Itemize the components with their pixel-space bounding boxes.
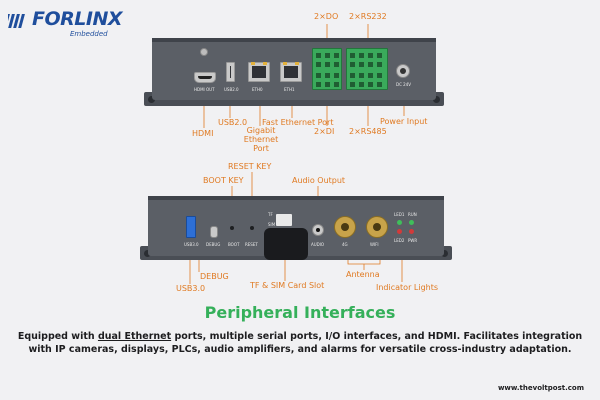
callout-card-slot: TF & SIM Card Slot bbox=[250, 281, 325, 290]
eth1-port bbox=[280, 62, 302, 82]
callout-usb2: USB2.0 bbox=[218, 118, 248, 127]
callout-indicator: Indicator Lights bbox=[376, 283, 439, 292]
pwr-label: PWR bbox=[408, 238, 418, 243]
audio-port-label: AUDIO bbox=[311, 242, 325, 247]
description-highlight: dual Ethernet bbox=[97, 331, 172, 342]
debug-port-label: DEBUG bbox=[206, 242, 221, 247]
forlinx-logo: FORLINX Embedded bbox=[8, 8, 123, 38]
usb3-port-label: USB3.0 bbox=[184, 242, 199, 247]
callout-power: Power Input bbox=[380, 117, 428, 126]
pwr-indicator bbox=[409, 229, 414, 234]
callout-antenna: Antenna bbox=[346, 270, 380, 279]
callout-hdmi: HDMI bbox=[192, 129, 214, 138]
callout-di: 2×DI bbox=[314, 127, 335, 136]
bottom-device-body: USB3.0 DEBUG BOOT RESET TF SIM AUDIO 4G … bbox=[148, 196, 444, 260]
do-di-terminal-block bbox=[312, 48, 342, 90]
footer-url: www.thevoltpost.com bbox=[497, 384, 584, 392]
usb2-port-label: USB2.0 bbox=[224, 87, 239, 92]
boot-key[interactable] bbox=[230, 226, 234, 230]
hdmi-port-label: HDMI OUT bbox=[194, 87, 215, 92]
antenna-wifi-connector bbox=[366, 216, 388, 238]
led1-label: LED1 bbox=[394, 212, 405, 217]
led1-indicator bbox=[397, 220, 402, 225]
ground-screw-icon bbox=[200, 48, 208, 56]
usb2-port bbox=[226, 62, 235, 82]
reset-key-label: RESET bbox=[245, 242, 258, 247]
callout-fast: Fast Ethernet Port bbox=[262, 118, 334, 127]
description: Equipped with dual Ethernet ports, multi… bbox=[17, 331, 583, 356]
hdmi-port bbox=[194, 72, 216, 83]
eth0-port-label: ETH0 bbox=[252, 87, 263, 92]
callout-audio-output: Audio Output bbox=[292, 176, 346, 185]
eth0-port bbox=[248, 62, 270, 82]
brand-name: FORLINX bbox=[32, 8, 123, 30]
tf-label: TF bbox=[268, 212, 273, 217]
antenna-4g-label: 4G bbox=[342, 242, 348, 247]
debug-usbc-port bbox=[210, 226, 218, 238]
usb3-port bbox=[186, 216, 196, 238]
eth1-port-label: ETH1 bbox=[284, 87, 295, 92]
callout-debug: DEBUG bbox=[200, 272, 229, 281]
reset-key[interactable] bbox=[250, 226, 254, 230]
antenna-wifi-label: WIFI bbox=[370, 242, 379, 247]
dc-power-jack bbox=[396, 64, 410, 78]
mount-hole bbox=[148, 96, 155, 103]
sim-label: SIM bbox=[268, 222, 276, 227]
run-indicator bbox=[409, 220, 414, 225]
callout-boot-key: BOOT KEY bbox=[203, 176, 244, 185]
run-label: RUN bbox=[408, 212, 417, 217]
dc-port-label: DC 24V bbox=[396, 82, 411, 87]
rs232-rs485-terminal-block bbox=[346, 48, 388, 90]
card-slot-cover bbox=[276, 214, 292, 226]
boot-key-label: BOOT bbox=[228, 242, 240, 247]
callout-rs485: 2×RS485 bbox=[349, 127, 387, 136]
callout-rs232: 2×RS232 bbox=[349, 12, 387, 21]
audio-jack bbox=[312, 224, 324, 236]
forlinx-logo-icon bbox=[8, 14, 25, 28]
led2-label: LED2 bbox=[394, 238, 405, 243]
tf-sim-card-slot bbox=[264, 228, 308, 260]
antenna-4g-connector bbox=[334, 216, 356, 238]
callout-reset-key: RESET KEY bbox=[228, 162, 272, 171]
mount-hole bbox=[441, 250, 448, 257]
section-title: Peripheral Interfaces bbox=[204, 303, 396, 322]
callout-usb3: USB3.0 bbox=[176, 284, 206, 293]
led2-indicator bbox=[397, 229, 402, 234]
callout-gigabit: Gigabit Ethernet Port bbox=[243, 126, 279, 153]
callout-do: 2×DO bbox=[314, 12, 339, 21]
brand-tagline: Embedded bbox=[70, 30, 108, 38]
mount-hole bbox=[433, 96, 440, 103]
mount-hole bbox=[144, 250, 151, 257]
top-device-body: HDMI OUT USB2.0 ETH0 ETH1 DC 24V bbox=[152, 38, 436, 100]
